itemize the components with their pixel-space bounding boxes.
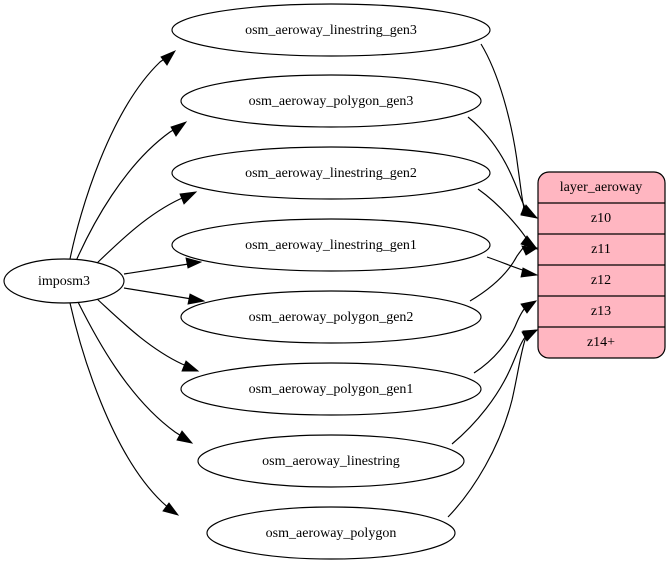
edge-imposm3-to-osm_aeroway_polygon_gen3 <box>75 121 188 262</box>
edge-imposm3-to-osm_aeroway_linestring_gen3 <box>69 50 177 260</box>
edge-imposm3-to-osm_aeroway_polygon <box>69 302 180 516</box>
layer_aeroway-header-label: layer_aeroway <box>560 180 642 195</box>
osm_aeroway_polygon_gen1-label: osm_aeroway_polygon_gen1 <box>249 382 414 397</box>
edge-group-tables-to-layer <box>447 43 539 518</box>
imposm3-ellipse[interactable] <box>3 258 125 304</box>
node-osm_aeroway_linestring_gen2[interactable]: osm_aeroway_linestring_gen2 <box>171 146 491 200</box>
osm_aeroway_linestring_gen3-label: osm_aeroway_linestring_gen3 <box>245 23 417 38</box>
osm_aeroway_polygon-ellipse[interactable] <box>206 506 456 560</box>
osm_aeroway_linestring-label: osm_aeroway_linestring <box>262 454 400 469</box>
osm_aeroway_polygon-label: osm_aeroway_polygon <box>266 526 397 541</box>
osm_aeroway_polygon_gen3-ellipse[interactable] <box>180 74 482 128</box>
layer_aeroway-row-z10[interactable]: z10 <box>591 211 611 226</box>
osm_aeroway_polygon_gen2-label: osm_aeroway_polygon_gen2 <box>249 310 414 325</box>
osm_aeroway_linestring_gen3-ellipse[interactable] <box>171 3 491 57</box>
edge-osm_aeroway_linestring_gen1-to-z12 <box>486 256 539 278</box>
node-osm_aeroway_polygon_gen1[interactable]: osm_aeroway_polygon_gen1 <box>180 362 482 416</box>
edge-imposm3-to-osm_aeroway_linestring_gen2 <box>94 191 198 266</box>
node-osm_aeroway_polygon_gen2[interactable]: osm_aeroway_polygon_gen2 <box>180 290 482 344</box>
edge-imposm3-to-osm_aeroway_polygon_gen1 <box>95 297 200 372</box>
node-osm_aeroway_polygon[interactable]: osm_aeroway_polygon <box>206 506 456 560</box>
node-imposm3[interactable]: imposm3 <box>3 258 125 304</box>
osm_aeroway_polygon_gen3-label: osm_aeroway_polygon_gen3 <box>249 94 414 109</box>
osm_aeroway_linestring_gen1-ellipse[interactable] <box>171 218 491 272</box>
edge-imposm3-to-osm_aeroway_linestring <box>77 301 194 444</box>
layer_aeroway-row-z14plus[interactable]: z14+ <box>587 335 615 350</box>
layer_aeroway-row-z12[interactable]: z12 <box>591 273 611 288</box>
node-osm_aeroway_linestring_gen1[interactable]: osm_aeroway_linestring_gen1 <box>171 218 491 272</box>
osm_aeroway_polygon_gen1-ellipse[interactable] <box>180 362 482 416</box>
osm_aeroway_linestring-ellipse[interactable] <box>197 434 465 488</box>
osm_aeroway_linestring_gen1-label: osm_aeroway_linestring_gen1 <box>245 238 417 253</box>
node-layer_aeroway[interactable]: layer_aeroway z10 z11 z12 z13 z14+ <box>537 171 666 359</box>
edge-osm_aeroway_polygon-to-z14plus <box>447 329 539 518</box>
edge-imposm3-to-osm_aeroway_linestring_gen1 <box>123 257 203 275</box>
edge-osm_aeroway_polygon_gen3-to-z10 <box>467 116 539 219</box>
node-osm_aeroway_polygon_gen3[interactable]: osm_aeroway_polygon_gen3 <box>180 74 482 128</box>
imposm3-label: imposm3 <box>38 274 90 289</box>
edge-group-imposm3-to-tables <box>69 50 206 516</box>
layer_aeroway-row-z11[interactable]: z11 <box>591 242 611 257</box>
edge-imposm3-to-osm_aeroway_polygon_gen2 <box>123 287 206 305</box>
edge-osm_aeroway_polygon_gen1-to-z13 <box>473 300 538 374</box>
osm_aeroway_polygon_gen2-ellipse[interactable] <box>180 290 482 344</box>
edge-osm_aeroway_linestring_gen3-to-z10 <box>480 43 539 219</box>
edge-osm_aeroway_polygon_gen2-to-z11 <box>469 241 539 302</box>
osm_aeroway_linestring_gen2-label: osm_aeroway_linestring_gen2 <box>245 166 417 181</box>
osm_aeroway_linestring_gen2-ellipse[interactable] <box>171 146 491 200</box>
node-osm_aeroway_linestring[interactable]: osm_aeroway_linestring <box>197 434 465 488</box>
layer_aeroway-row-z13[interactable]: z13 <box>591 304 611 319</box>
node-osm_aeroway_linestring_gen3[interactable]: osm_aeroway_linestring_gen3 <box>171 3 491 57</box>
